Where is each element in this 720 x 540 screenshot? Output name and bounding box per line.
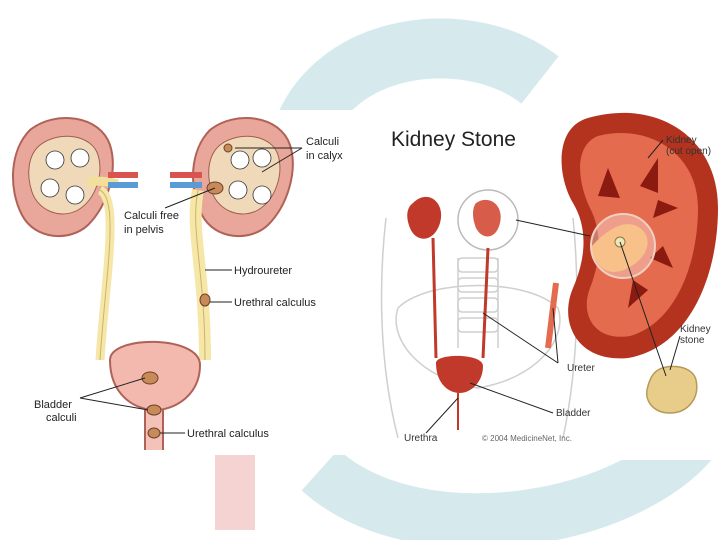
label-calculi-free-line1: Calculi free [124,210,180,222]
label-urethral-calculus-upper: Urethral calculus [234,297,316,309]
kidney-stone [646,365,698,414]
label-ureter: Ureter [567,363,595,374]
label-kidney-stone-line2: stone [680,335,705,346]
label-urethral-calculus-lower: Urethral calculus [187,428,269,440]
label-kidney-line1: Kidney [666,135,697,146]
body-left-kidney [407,196,442,239]
label-hydroureter: Hydroureter [234,265,293,277]
figure-title: Kidney Stone [391,128,516,151]
bladder-illustration [108,340,202,450]
label-bladder: Bladder [556,408,591,419]
cut-open-kidney [561,112,718,359]
right-kidney-illustration [170,117,294,238]
kidney-stone-illustration: Kidney Stone [358,108,720,460]
urinary-calculi-diagram: Calculi in calyx Calculi free in pelvis … [0,110,355,455]
kidney-stone-artwork [380,112,718,439]
label-calculi-free-line2: in pelvis [124,224,164,236]
label-calculi-in-calyx-line2: in calyx [306,150,343,162]
large-ureter [545,282,559,349]
label-bladder-calculi-line2: calculi [46,412,77,424]
label-kidney-line2: (cut open) [666,146,712,157]
copyright-notice: © 2004 MedicineNet, Inc. [482,434,572,443]
urinary-tract-illustration [12,117,303,450]
left-kidney-illustration [12,117,138,238]
label-calculi-in-calyx-line1: Calculi [306,136,340,148]
label-bladder-calculi-line1: Bladder [34,399,72,411]
label-urethra: Urethra [404,433,438,444]
label-kidney-stone-line1: Kidney [680,324,711,335]
